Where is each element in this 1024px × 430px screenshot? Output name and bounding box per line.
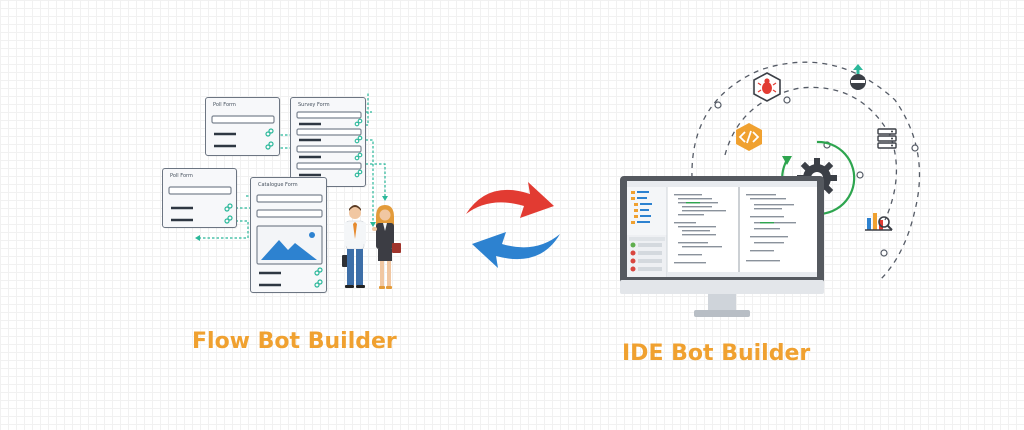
mountain-image-icon (256, 225, 323, 265)
businesswoman-figure (372, 205, 401, 289)
catalogue-form-contents (256, 194, 323, 288)
catalogue-form-card: Catalogue Form (250, 177, 327, 293)
form-title: Poll Form (170, 173, 193, 179)
survey-form-contents (296, 111, 363, 178)
link-icon (314, 267, 323, 276)
sync-arrows-icon (466, 182, 560, 268)
link-icon (314, 279, 323, 288)
business-people-figures (342, 205, 401, 289)
poll-form-top-contents (211, 115, 275, 150)
link-icon (224, 203, 233, 212)
poll-form-bottom-contents (168, 186, 233, 224)
form-title: Poll Form (213, 102, 236, 108)
poll-form-card-top: Poll Form (205, 97, 280, 156)
link-icon (265, 128, 274, 137)
link-icon (265, 141, 274, 150)
link-icon (224, 215, 233, 224)
poll-form-card-bottom: Poll Form (162, 168, 237, 228)
link-icon (354, 152, 363, 161)
ide-bot-builder-caption: IDE Bot Builder (622, 341, 811, 366)
link-icon (354, 118, 363, 127)
server-icon (877, 128, 897, 149)
bug-icon (753, 72, 781, 102)
ide-monitor (620, 176, 824, 317)
cloud-upload-icon (850, 64, 866, 90)
flow-bot-builder-caption: Flow Bot Builder (192, 329, 397, 354)
link-icon (354, 135, 363, 144)
code-icon (736, 123, 762, 151)
analytics-icon (865, 213, 893, 231)
survey-form-card: Survey Form (290, 97, 366, 187)
businessman-figure (342, 205, 366, 288)
link-icon (354, 169, 363, 178)
form-title: Survey Form (298, 102, 330, 108)
form-title: Catalogue Form (258, 182, 298, 188)
